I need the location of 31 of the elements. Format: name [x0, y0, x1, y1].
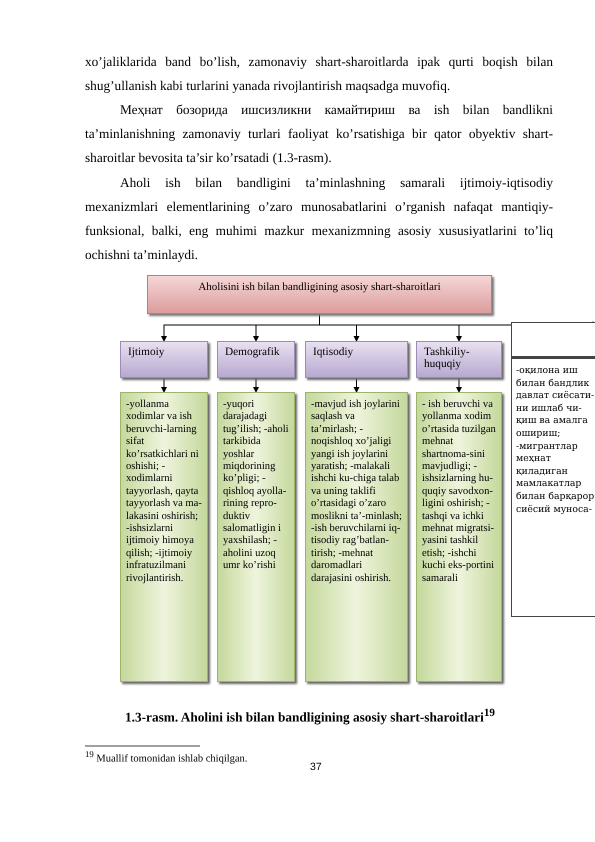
arrow	[161, 378, 167, 393]
node-text: -mavjud ish joylarini saqlash va ta’mirlash; - noqishloq xo’jaligi yangi ish joylarini yaratish; -malakali ishchi ku-chiga talab va uning taklifi o’rtasidagi o’zaro moslikni ta’-minlash; -ish beruvchilarni iq-tisodiy rag’batlan-tirish; -mehnat daromadlari darajasini oshirish.	[311, 399, 402, 586]
category-box	[120, 341, 208, 378]
node-text: Iqtisodiy	[313, 346, 354, 358]
page-number: 37	[310, 761, 322, 773]
category-box	[416, 341, 502, 378]
arrow	[456, 378, 462, 393]
paragraph: Aholi ish bilan bandligini ta’minlashning samarali ijtimoiy-iqtisodiy mexanizmlari elementlarining o’zaro munosabatlarini o’rganish nafaqat mantiqiy-funksional, balki, eng muhimi mazkur mexanizmning asosiy xususiyatlarini to’liq ochishni ta’minlaydi.	[85, 174, 553, 264]
content-box	[416, 392, 502, 682]
title-box	[147, 275, 492, 314]
paragraph: xo’jaliklarida band bo’lish, zamonaviy shart-sharoitlarda ipak qurti boqish bilan shug’ullanish kabi turlarini yanada rivojlantirish maqsadga muvofiq.	[85, 53, 553, 95]
content-box	[305, 392, 408, 682]
empty-box	[511, 322, 595, 358]
node-text: Ijtimoiy	[128, 346, 166, 358]
node-text: -yuqori darajadagi tug’ilish; -aholi tarkibida yoshlar miqdorining ko’pligi; -qishloq ayolla-rining repro-duktiv salomatligin i yaxshilash; -aholini uzoq umr ko’rishi	[223, 399, 289, 573]
figure-caption: 1.3-rasm. Aholini ish bilan bandligining asosiy shart-sharoitlari$^{19}$	[125, 707, 495, 726]
node-text: Tashkiliy-huquqiy	[424, 346, 471, 371]
node-text: Demografik	[225, 346, 281, 358]
paragraph: Меҳнат бозорида ишсизликни камайтириш ва ish bilan bandlikni ta’minlanishning zamonaviy turlari faoliyat ko’rsatishiga bir qator obyektiv shart-sharoitlar bevosita ta’sir ko’rsatadi (1.3-rasm).	[85, 101, 553, 167]
node-text: -оқилона иш билан бандлик давлат сиёсати-ни ишлаб чи-қиш ва амалга ошириш; -мигрантлар меҳнат қиладиган мамлакатлар билан барқарор сиёсий муноса-	[516, 365, 595, 516]
content-box	[511, 358, 595, 617]
node-text: Aholisini ish bilan bandligining asosiy shart-sharoitlari	[197, 281, 442, 294]
arrow	[354, 378, 360, 393]
category-box	[217, 341, 295, 378]
footnote: $^{19}$ Muallif tomonidan ishlab chiqilgan.	[85, 749, 248, 764]
node-text: - ish beruvchi va yollanma xodim o’rtasida tuzilgan mehnat shartnoma-sini mavjudligi; -ishsizlarning hu-quqiy savodxon-ligini oshirish; -tashqi va ichki mehnat migratsi-yasini tashkil etish; -ishchi kuchi eks-portini samarali	[422, 399, 496, 586]
node-text: -yollanma xodimlar va ish beruvchi-larning sifat ko’rsatkichlari ni oshishi; -xodimlarni tayyorlash, qayta tayyorlash va ma-lakasini oshirish; -ishsizlarni ijtimoiy himoya qilish; -ijtimoiy infratuzilmani rivojlantirish.	[126, 399, 202, 586]
category-box	[305, 341, 408, 378]
content-box	[217, 392, 295, 682]
content-box	[120, 392, 208, 682]
arrow	[253, 378, 259, 393]
